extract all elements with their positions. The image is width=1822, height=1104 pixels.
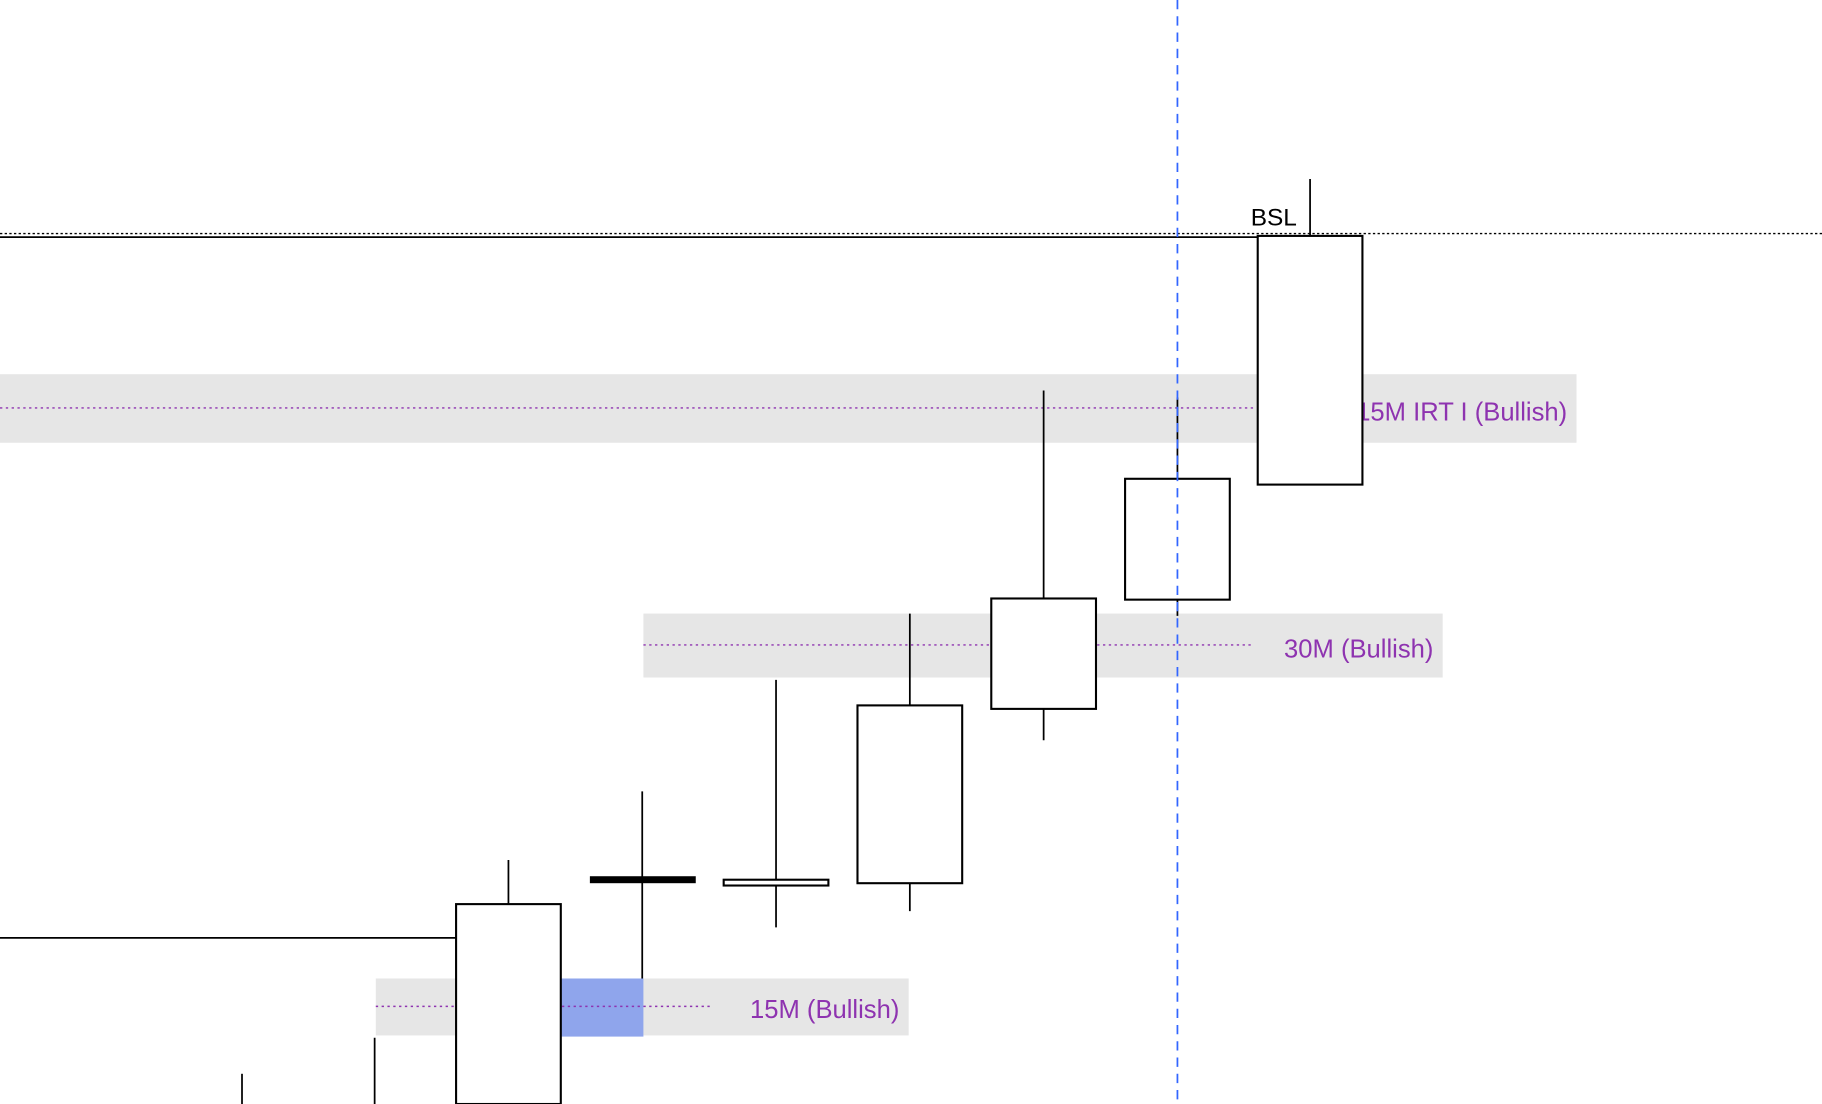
candle-body[interactable] [455, 903, 562, 1104]
candle-doji[interactable] [589, 876, 696, 884]
candle-body[interactable] [990, 597, 1098, 710]
zone-label-30m: 30M (Bullish) [1284, 636, 1433, 664]
candle-body[interactable] [856, 704, 964, 885]
zone-label-15m: 15M (Bullish) [750, 996, 899, 1024]
bsl-label: BSL [1251, 204, 1297, 231]
highlight-fvg [560, 978, 644, 1037]
candle-body[interactable] [722, 878, 830, 887]
candle-body[interactable] [1256, 234, 1364, 486]
zone-label-15m-irt: 15M IRT I (Bullish) [1356, 399, 1567, 427]
candles-group [241, 178, 1364, 1104]
